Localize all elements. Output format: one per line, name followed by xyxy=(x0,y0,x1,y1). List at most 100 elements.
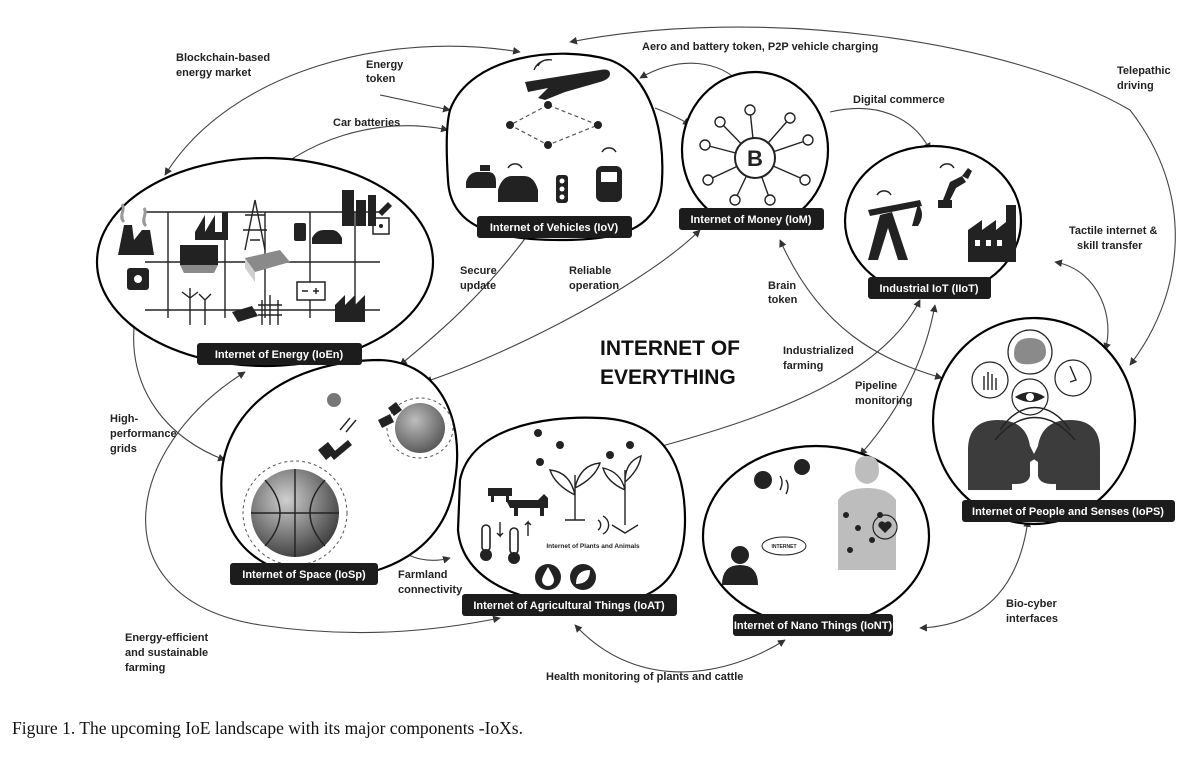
brain-icon xyxy=(1007,329,1053,375)
secure-update-label-1: Secure xyxy=(460,265,497,277)
pipeline-monitoring-label-2: monitoring xyxy=(855,395,912,407)
iiot-node xyxy=(843,144,1023,298)
blockchain-label-1: Blockchain-based xyxy=(176,52,270,64)
internet-badge-icon: INTERNET xyxy=(761,536,807,556)
pipeline-monitoring-label-1: Pipeline xyxy=(855,380,897,392)
planet-icon xyxy=(386,397,454,459)
car-batteries-label: Car batteries xyxy=(333,117,400,129)
moon-icon xyxy=(327,393,341,407)
cattle-icon xyxy=(488,488,548,516)
energy-token-label-1: Energy xyxy=(366,59,404,71)
factory-building-icon xyxy=(968,205,1016,262)
connected-car-icon xyxy=(498,163,538,202)
ioat-label: Internet of Agricultural Things (IoAT) xyxy=(473,600,665,612)
head-silhouette-icon xyxy=(968,420,1036,490)
figure-caption: Figure 1. The upcoming IoE landscape wit… xyxy=(12,718,523,738)
leaf-icon xyxy=(570,564,596,590)
city-buildings-icon xyxy=(342,190,376,226)
oil-pump-icon xyxy=(868,190,922,260)
aero-label: Aero and battery token, P2P vehicle char… xyxy=(642,41,878,53)
bacteria-icon xyxy=(754,459,810,495)
bio-cyber-label-1: Bio-cyber xyxy=(1006,598,1057,610)
brain-token-label-2: token xyxy=(768,294,798,306)
substation-icon xyxy=(258,295,282,325)
small-car-icon xyxy=(466,172,496,188)
digital-commerce-label: Digital commerce xyxy=(853,94,945,106)
microgrid-icon xyxy=(127,268,149,290)
battery-icon xyxy=(296,281,326,301)
socket-icon xyxy=(372,217,390,235)
pylon-icon xyxy=(243,199,267,251)
space-illustration xyxy=(242,393,454,566)
traffic-light-icon xyxy=(556,175,568,203)
taxi-icon xyxy=(480,165,490,171)
bitcoin-network-icon: B xyxy=(699,104,814,206)
svg-text:B: B xyxy=(747,146,763,171)
iom-label: Internet of Money (IoM) xyxy=(691,214,812,226)
signal-waves-icon xyxy=(597,515,610,535)
thermometer-icon xyxy=(496,520,532,564)
secure-update-label-2: update xyxy=(460,280,496,292)
drone-network-icon xyxy=(506,101,602,149)
tactile-label-2: skill transfer xyxy=(1077,240,1143,252)
link-labels: Blockchain-based energy market Energy to… xyxy=(110,41,1171,683)
telepathic-label-1: Telepathic xyxy=(1117,65,1171,77)
energy-efficient-label-1: Energy-efficient xyxy=(125,632,208,644)
plant-icon xyxy=(548,462,602,521)
thermometer-icon xyxy=(480,524,492,561)
train-icon xyxy=(596,147,622,202)
hand-icon xyxy=(971,361,1009,399)
center-title-line-1: INTERNET OF xyxy=(600,337,740,360)
connection-arrows xyxy=(130,26,1176,673)
iosp-node xyxy=(220,358,459,580)
head-silhouette-icon xyxy=(1032,420,1100,490)
doctor-icon xyxy=(722,546,758,585)
iont-label: Internet of Nano Things (IoNT) xyxy=(734,620,893,632)
brain-token-label-1: Brain xyxy=(768,280,796,292)
eye-icon xyxy=(1011,378,1049,416)
energy-efficient-label-3: farming xyxy=(125,662,165,674)
high-performance-label-3: grids xyxy=(110,443,137,455)
high-performance-label-1: High- xyxy=(110,413,138,425)
factory-icon xyxy=(195,212,228,240)
satellite-icon xyxy=(318,417,357,460)
energy-token-label-2: token xyxy=(366,73,396,85)
plants-animals-label: Internet of Plants and Animals xyxy=(546,543,640,550)
human-body-icon xyxy=(838,456,896,570)
phone-charging-icon xyxy=(294,223,306,241)
reliable-operation-label-2: operation xyxy=(569,280,619,292)
water-drop-icon xyxy=(535,564,561,590)
tactile-label-1: Tactile internet & xyxy=(1069,225,1157,237)
reliable-operation-label-1: Reliable xyxy=(569,265,611,277)
satellite-icon xyxy=(378,402,402,428)
industry-illustration xyxy=(868,163,1016,262)
people-senses-illustration xyxy=(968,329,1100,490)
component-tags: Internet of Energy (IoEn) Internet of Ve… xyxy=(197,208,1175,636)
plug-icon xyxy=(378,196,396,216)
blockchain-label-2: energy market xyxy=(176,67,252,79)
airplane-icon xyxy=(525,59,610,100)
industrialized-farming-label-1: Industrialized xyxy=(783,345,854,357)
plant-icon xyxy=(602,454,642,534)
industrial-plant-icon xyxy=(335,295,365,322)
vehicles-illustration xyxy=(466,59,622,203)
wind-turbine-icon xyxy=(181,288,212,325)
farmland-label-2: connectivity xyxy=(398,584,463,596)
solar-panel-icon xyxy=(232,306,258,328)
robot-arm-icon xyxy=(938,163,972,208)
earth-icon xyxy=(242,460,348,566)
energy-grid-illustration xyxy=(118,190,396,328)
hydro-dam-icon xyxy=(180,245,218,273)
iosp-label: Internet of Space (IoSp) xyxy=(242,569,366,581)
iov-label: Internet of Vehicles (IoV) xyxy=(490,222,619,234)
ioen-label: Internet of Energy (IoEn) xyxy=(215,349,344,361)
energy-efficient-label-2: and sustainable xyxy=(125,647,208,659)
nano-illustration: INTERNET xyxy=(722,456,898,585)
bio-cyber-label-2: interfaces xyxy=(1006,613,1058,625)
farmland-label-1: Farmland xyxy=(398,569,448,581)
agriculture-illustration: Internet of Plants and Animals xyxy=(480,429,642,590)
iiot-label: Industrial IoT (IIoT) xyxy=(880,283,979,295)
telepathic-label-2: driving xyxy=(1117,80,1154,92)
iops-label: Internet of People and Senses (IoPS) xyxy=(972,506,1164,518)
